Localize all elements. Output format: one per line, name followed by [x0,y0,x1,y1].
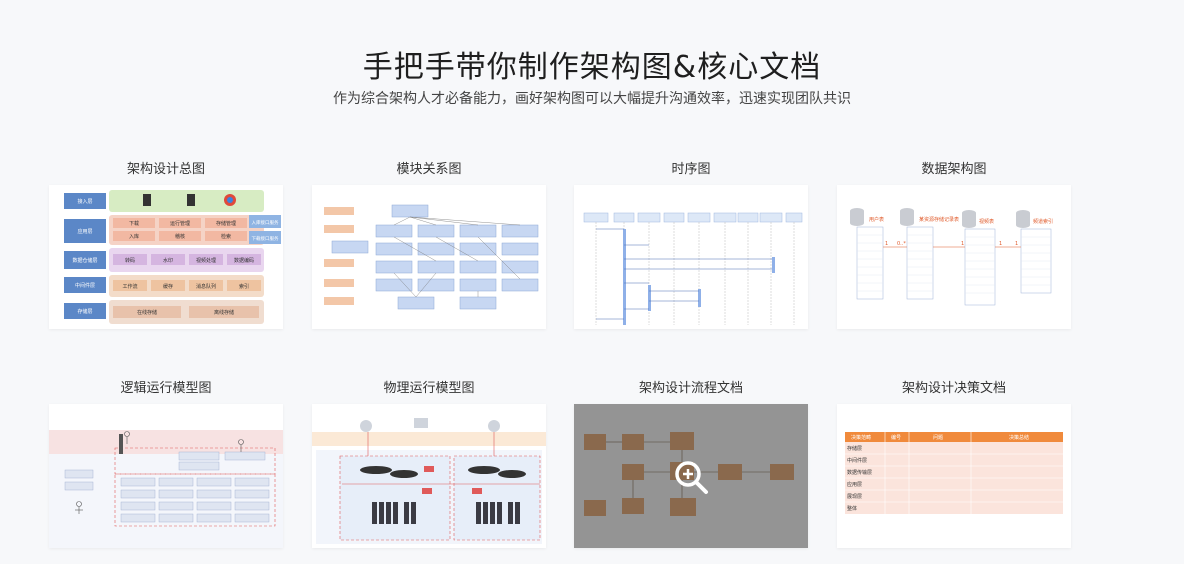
card-arch-overview[interactable]: 架构设计总图 接入层 应用层 数据仓储层 中间件层 存储层 下载 运行管理 存储… [49,158,283,329]
card-label: 时序图 [671,162,711,177]
svg-text:存储层: 存储层 [77,308,92,315]
svg-text:工作流: 工作流 [122,283,137,290]
svg-text:入库接口服务: 入库接口服务 [252,219,279,226]
svg-text:下载: 下载 [129,220,139,227]
thumb-sequence[interactable] [574,185,808,329]
card-label: 架构设计流程文档 [638,381,743,396]
svg-text:展现层: 展现层 [847,494,862,500]
zoom-icon[interactable] [672,458,710,496]
svg-text:视频处理: 视频处理 [196,257,216,264]
svg-text:索引: 索引 [239,283,249,290]
svg-text:1: 1 [885,241,888,247]
svg-text:入库: 入库 [129,233,139,240]
thumb-logical-model[interactable] [49,404,283,548]
card-label: 物理运行模型图 [383,381,475,396]
card-sequence[interactable]: 时序图 [574,158,808,329]
card-physical-model[interactable]: 物理运行模型图 [312,377,546,548]
svg-text:决策总结: 决策总结 [1009,434,1029,441]
svg-text:应用层: 应用层 [847,481,862,488]
card-data-arch[interactable]: 数据架构图 用户表 某资源存储记录表 视频表 频道索引 [837,158,1071,329]
card-module-relation[interactable]: 模块关系图 [312,158,546,329]
svg-text:频道索引: 频道索引 [1033,218,1053,225]
svg-text:1: 1 [961,241,964,247]
svg-text:整体: 整体 [847,505,857,512]
svg-text:1: 1 [999,241,1002,247]
card-label: 逻辑运行模型图 [120,381,212,396]
svg-text:运行管理: 运行管理 [170,220,190,227]
svg-text:某资源存储记录表: 某资源存储记录表 [919,216,959,223]
page-title: 手把手带你制作架构图&核心文档 [362,50,822,85]
svg-text:1: 1 [1015,241,1018,247]
svg-text:水印: 水印 [163,257,173,264]
card-label: 模块关系图 [396,162,462,177]
svg-text:下载接口服务: 下载接口服务 [252,235,279,242]
page-subtitle: 作为综合架构人才必备能力，画好架构图可以大幅提升沟通效率，迅速实现团队共识 [333,91,851,107]
card-decision-doc[interactable]: 架构设计决策文档 决策范畴 编号 问题 决策总结 存储层 中间件层 数据传输层 … [837,377,1071,548]
svg-text:稽核: 稽核 [175,233,185,240]
svg-text:消息队列: 消息队列 [196,283,216,290]
svg-text:存储管理: 存储管理 [216,220,236,227]
svg-text:转码: 转码 [125,257,135,264]
card-design-flow-doc[interactable]: 架构设计流程文档 [574,377,808,548]
svg-text:0..*: 0..* [897,241,906,247]
hover-overlay [574,404,808,548]
svg-text:中间件层: 中间件层 [847,457,867,464]
svg-text:视频表: 视频表 [979,218,994,225]
svg-text:编号: 编号 [891,434,901,441]
thumb-decision-doc[interactable]: 决策范畴 编号 问题 决策总结 存储层 中间件层 数据传输层 应用层 展现层 整… [837,404,1071,548]
svg-text:问题: 问题 [933,434,943,441]
svg-text:数据编码: 数据编码 [234,257,254,264]
svg-text:数据仓储层: 数据仓储层 [72,257,97,264]
thumb-data-arch[interactable]: 用户表 某资源存储记录表 视频表 频道索引 1 0..* 1 1 1 [837,185,1071,329]
svg-text:在线存储: 在线存储 [137,309,157,316]
svg-text:数据传输层: 数据传输层 [847,469,872,476]
svg-text:检索: 检索 [221,233,231,240]
thumb-module-relation[interactable] [312,185,546,329]
svg-text:缓存: 缓存 [163,283,173,290]
svg-text:用户表: 用户表 [869,216,884,223]
card-label: 数据架构图 [921,162,987,177]
svg-text:决策范畴: 决策范畴 [851,434,871,441]
svg-text:中间件层: 中间件层 [75,282,95,289]
thumb-design-flow-doc[interactable] [574,404,808,548]
svg-text:存储层: 存储层 [847,445,862,452]
layer-label: 接入层 [77,198,92,205]
card-label: 架构设计总图 [126,162,205,177]
svg-text:离线存储: 离线存储 [214,309,234,316]
thumb-arch-overview[interactable]: 接入层 应用层 数据仓储层 中间件层 存储层 下载 运行管理 存储管理 入库 稽… [49,185,283,329]
card-logical-model[interactable]: 逻辑运行模型图 [49,377,283,548]
svg-text:应用层: 应用层 [77,228,92,235]
card-label: 架构设计决策文档 [901,381,1006,396]
thumb-physical-model[interactable] [312,404,546,548]
